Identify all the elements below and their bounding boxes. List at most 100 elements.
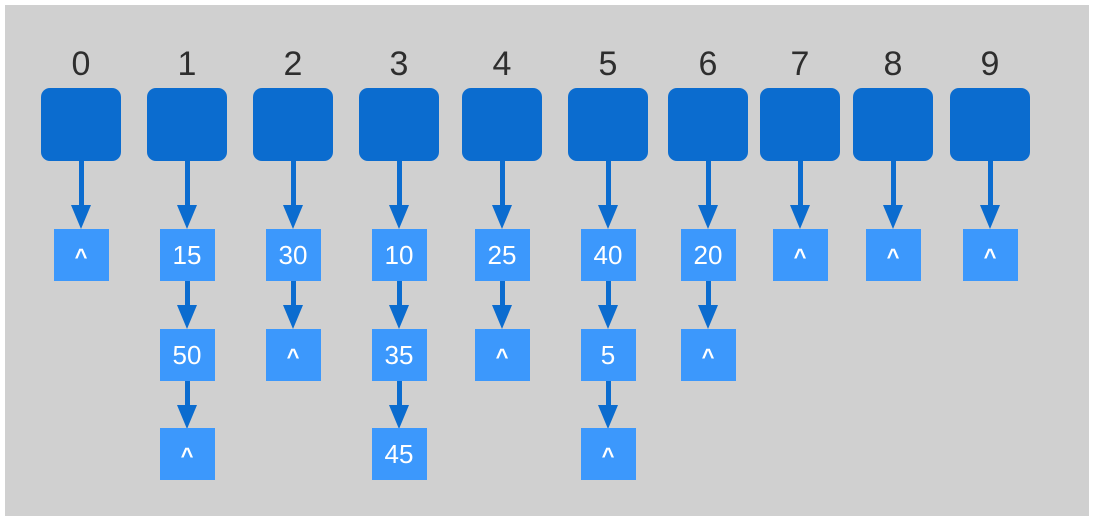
arrow-head-icon [283,205,303,229]
pointer-arrow [359,381,439,429]
arrow-head-icon [598,305,618,329]
bucket-index-label: 3 [389,45,409,83]
bucket-square [950,88,1030,161]
node-value: 25 [487,239,517,270]
null-terminator-node: ^ [772,229,828,281]
bucket-column-0: 0^ [41,0,121,520]
arrow-line [605,161,611,207]
pointer-arrow [147,381,227,429]
chain-value-node: 30 [265,229,321,281]
chain-value-node: 5 [580,329,636,381]
null-symbol: ^ [495,344,509,369]
null-terminator-node: ^ [865,229,921,281]
bucket-square [359,88,439,161]
pointer-arrow [760,161,840,229]
null-terminator-node: ^ [265,329,321,381]
chain-value-node: 45 [371,428,427,480]
node-value: 10 [384,239,414,270]
pointer-arrow [359,281,439,329]
chain-value-node: 35 [371,329,427,381]
null-symbol: ^ [286,344,300,369]
null-symbol: ^ [793,244,807,269]
bucket-column-3: 3 10 35 45 [359,0,439,520]
bucket-square [668,88,748,161]
bucket-column-5: 5 40 5 ^ [568,0,648,520]
null-terminator-node: ^ [474,329,530,381]
arrow-head-icon [883,205,903,229]
arrow-head-icon [492,305,512,329]
null-terminator-node: ^ [159,428,215,480]
bucket-index-label: 5 [598,45,618,83]
chain-value-node: 15 [159,229,215,281]
arrow-head-icon [598,205,618,229]
arrow-head-icon [389,205,409,229]
arrow-head-icon [492,205,512,229]
bucket-column-8: 8^ [853,0,933,520]
null-symbol: ^ [701,344,715,369]
null-terminator-node: ^ [580,428,636,480]
arrow-line [396,281,402,307]
null-symbol: ^ [74,244,88,269]
node-value: 35 [384,339,414,370]
null-symbol: ^ [983,244,997,269]
pointer-arrow [359,161,439,229]
arrow-head-icon [598,405,618,429]
null-terminator-node: ^ [53,229,109,281]
pointer-arrow [950,161,1030,229]
pointer-arrow [253,161,333,229]
bucket-square [41,88,121,161]
arrow-head-icon [283,305,303,329]
chain-value-node: 40 [580,229,636,281]
arrow-line [890,161,896,207]
arrow-line [78,161,84,207]
bucket-square [147,88,227,161]
arrow-line [396,381,402,407]
arrow-line [184,161,190,207]
arrow-line [396,161,402,207]
pointer-arrow [147,281,227,329]
arrow-line [605,281,611,307]
pointer-arrow [147,161,227,229]
arrow-head-icon [177,205,197,229]
arrow-head-icon [980,205,1000,229]
bucket-index-label: 7 [790,45,810,83]
pointer-arrow [568,161,648,229]
arrow-head-icon [71,205,91,229]
bucket-index-label: 4 [492,45,512,83]
pointer-arrow [41,161,121,229]
bucket-column-2: 2 30 ^ [253,0,333,520]
pointer-arrow [568,281,648,329]
arrow-line [605,381,611,407]
node-value: 40 [593,239,623,270]
arrow-line [705,161,711,207]
node-value: 30 [278,239,308,270]
pointer-arrow [462,161,542,229]
arrow-line [705,281,711,307]
bucket-column-7: 7^ [760,0,840,520]
pointer-arrow [668,281,748,329]
arrow-head-icon [790,205,810,229]
pointer-arrow [253,281,333,329]
arrow-line [184,381,190,407]
chain-value-node: 10 [371,229,427,281]
null-symbol: ^ [180,443,194,468]
arrow-head-icon [698,205,718,229]
bucket-square [760,88,840,161]
arrow-line [797,161,803,207]
arrow-head-icon [698,305,718,329]
node-value: 45 [384,438,414,469]
pointer-arrow [853,161,933,229]
bucket-index-label: 2 [283,45,303,83]
arrow-line [290,281,296,307]
pointer-arrow [668,161,748,229]
arrow-head-icon [177,305,197,329]
chain-value-node: 50 [159,329,215,381]
bucket-index-label: 6 [698,45,718,83]
null-terminator-node: ^ [962,229,1018,281]
node-value: 5 [600,339,616,370]
arrow-line [184,281,190,307]
bucket-index-label: 9 [980,45,1000,83]
